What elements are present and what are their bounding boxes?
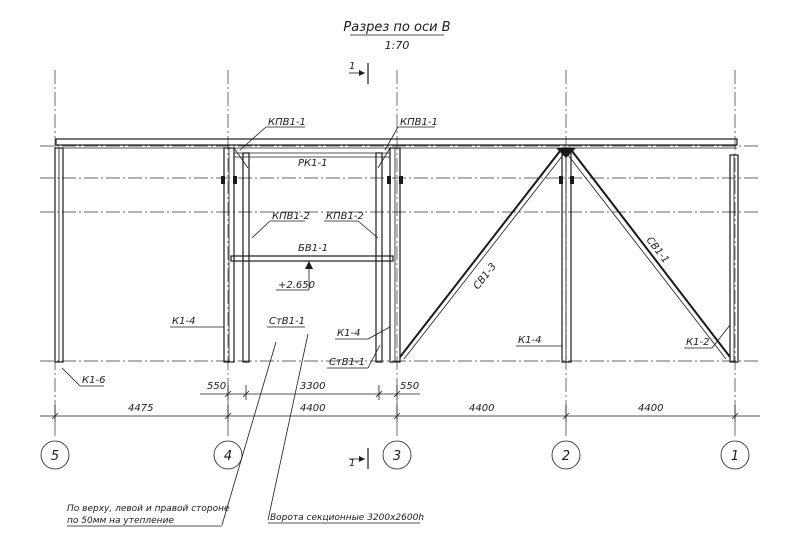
drawing-title: Разрез по оси В [343, 20, 450, 35]
note-insulation-line2: по 50мм на утепление [67, 516, 174, 526]
gate-beam [230, 255, 394, 262]
label-k4-mid: К1-4 [337, 328, 360, 339]
dim-main-4: 4400 [638, 403, 663, 414]
label-sv3: СВ1-3 [472, 261, 499, 292]
label-kpv-right: КПВ1-1 [400, 117, 438, 128]
label-bv: БВ1-1 [298, 243, 328, 254]
frame-corner-braces [233, 147, 391, 169]
label-stv-left: СтВ1-1 [269, 316, 305, 327]
section-mark-top: 1 [349, 61, 369, 84]
main-dimension-line: 4475 4400 4400 4400 [40, 403, 760, 422]
label-k4-right: К1-4 [518, 335, 541, 346]
member-labels: КПВ1-1 КПВ1-1 РК1-1 КПВ1-2 КПВ1-2 БВ1-1 … [61, 117, 731, 387]
label-k4-left: К1-4 [172, 316, 195, 327]
svg-text:1: 1 [349, 61, 355, 72]
dim-sub-2: 3300 [300, 381, 325, 392]
label-elevation: +2.650 [278, 280, 315, 291]
dim-main-3: 4400 [469, 403, 494, 414]
axis-label-1: 1 [731, 449, 739, 464]
label-kpv2-left: КПВ1-2 [272, 211, 310, 222]
column-axis-4 [221, 147, 237, 363]
note-insulation-line1: По верху, левой и правой стороне [67, 504, 230, 514]
elevation-marker [276, 261, 313, 291]
axis-label-2: 2 [562, 449, 570, 464]
axis-bubbles: 5 4 3 2 1 [40, 440, 750, 470]
dim-sub-1: 550 [207, 381, 226, 392]
label-kpv2-right: КПВ1-2 [326, 211, 364, 222]
axis-label-4: 4 [224, 449, 232, 464]
top-girder [55, 138, 738, 149]
column-axis-2 [559, 147, 574, 363]
note-gate: Ворота секционные 3200х2600h [270, 513, 424, 523]
label-stv-right: СтВ1-1 [329, 357, 365, 368]
dim-main-2: 4400 [300, 403, 325, 414]
svg-text:1: 1 [349, 458, 355, 469]
label-rk: РК1-1 [298, 158, 327, 169]
note-leaders [221, 333, 309, 526]
drawing-scale: 1:70 [385, 39, 410, 52]
column-axis-5 [54, 147, 64, 363]
notes: По верху, левой и правой стороне по 50мм… [67, 504, 424, 527]
column-axis-1 [729, 154, 739, 363]
section-mark-bottom: 1 [349, 448, 369, 469]
dim-main-1: 4475 [128, 403, 153, 414]
label-kpv-left: КПВ1-1 [268, 117, 306, 128]
axis-label-5: 5 [51, 449, 59, 464]
sub-dimension-line: 550 3300 550 [200, 381, 420, 400]
axis-label-3: 3 [393, 449, 401, 464]
diagonal-braces [399, 148, 731, 360]
label-k2: К1-2 [686, 337, 709, 348]
label-k6: К1-6 [82, 375, 105, 386]
column-axis-3 [387, 147, 403, 363]
gate-posts [234, 152, 390, 363]
dim-sub-3: 550 [400, 381, 419, 392]
